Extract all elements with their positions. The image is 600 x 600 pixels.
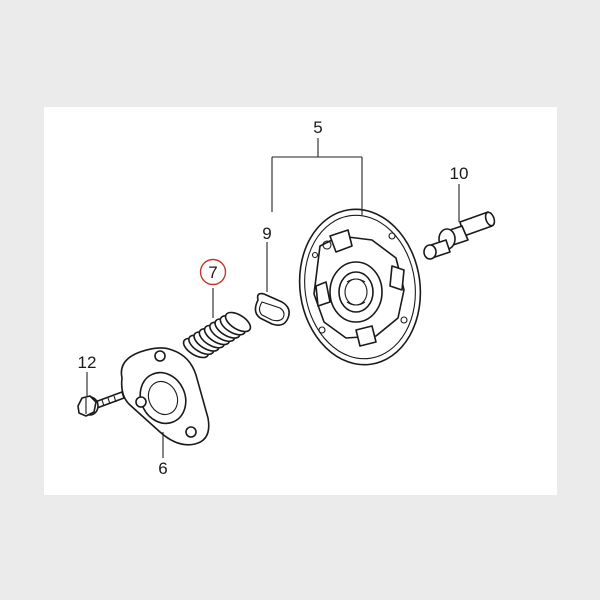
cover-flange-part[interactable] xyxy=(120,347,210,446)
leader-lines xyxy=(86,138,460,458)
callout-12: 12 xyxy=(78,353,97,372)
highlight-circle xyxy=(199,258,227,286)
diagram-frame xyxy=(44,107,557,495)
callout-6: 6 xyxy=(158,459,167,478)
callout-5: 5 xyxy=(313,118,322,137)
callout-10: 10 xyxy=(450,164,469,183)
callout-7: 7 xyxy=(208,263,217,282)
callout-9: 9 xyxy=(262,224,271,243)
flange-bolt-part[interactable] xyxy=(77,391,125,417)
spring-coil xyxy=(224,311,252,333)
snap-ring-part[interactable] xyxy=(254,292,290,326)
coil-spring-part[interactable] xyxy=(180,309,253,362)
pressure-plate-assembly-part[interactable] xyxy=(290,201,431,372)
lifter-rod-part[interactable] xyxy=(423,211,496,260)
